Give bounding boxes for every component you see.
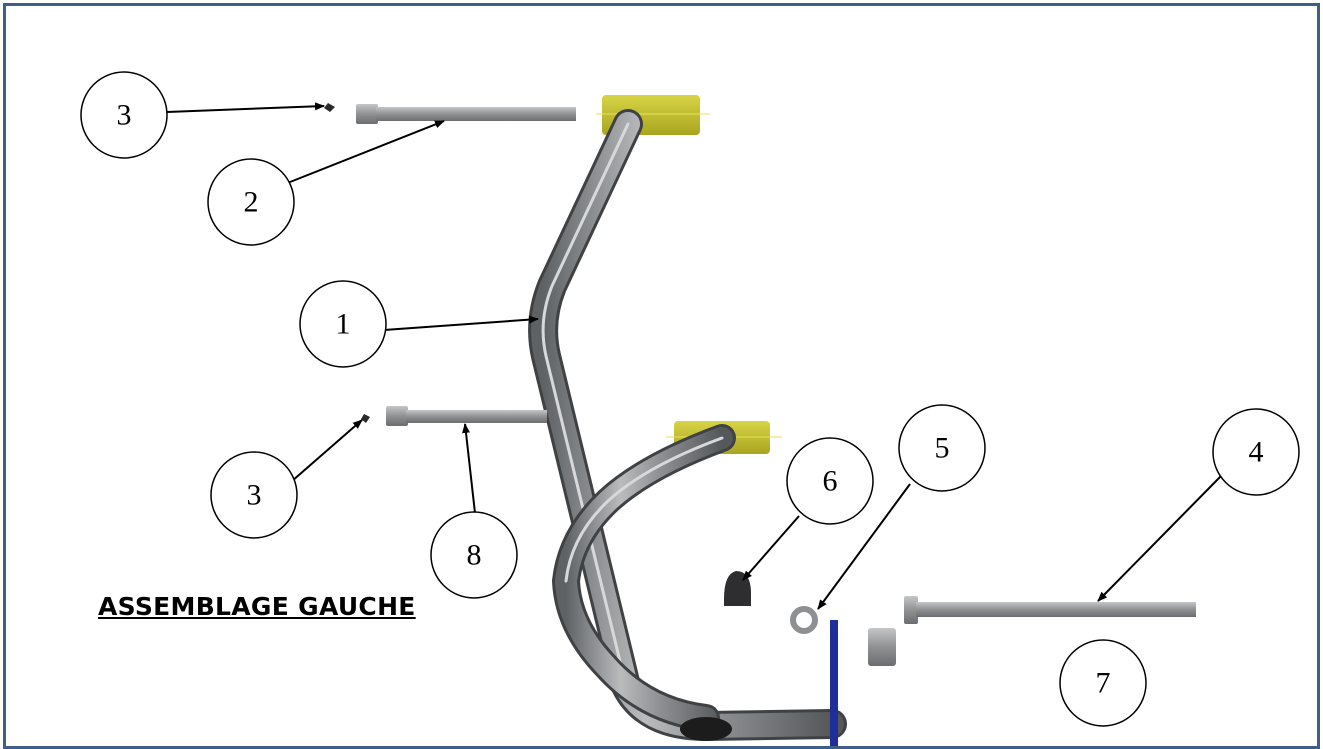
callout-circle-6 bbox=[786, 437, 874, 525]
callout-label: 3 bbox=[117, 99, 132, 132]
callout-circle-4 bbox=[1212, 408, 1300, 496]
callout-label: 8 bbox=[467, 539, 482, 572]
callout-label: 3 bbox=[247, 479, 262, 512]
callout-circle-7 bbox=[1059, 639, 1147, 727]
callout-circle-1 bbox=[299, 280, 387, 368]
callout-label: 2 bbox=[244, 186, 259, 219]
washer-3-lower bbox=[361, 414, 370, 423]
callout-circle-2 bbox=[207, 158, 295, 246]
bolt-2 bbox=[356, 104, 576, 124]
leader-lines bbox=[166, 102, 1222, 610]
callout-label: 6 bbox=[823, 465, 838, 498]
bolt-8 bbox=[386, 406, 547, 426]
callout-label: 1 bbox=[336, 308, 351, 341]
diagram-frame: 3 2 1 3 8 6 5 4 7 ASSEMBLAGE GAUCHE bbox=[3, 3, 1320, 749]
bolt-4 bbox=[904, 596, 1196, 624]
mount-plate bbox=[830, 620, 838, 746]
callout-circle-3-top bbox=[80, 71, 168, 159]
assembly-title: ASSEMBLAGE GAUCHE bbox=[98, 592, 416, 621]
crash-bar-tube bbox=[528, 109, 847, 741]
exploded-view-drawing: 3 2 1 3 8 6 5 4 7 bbox=[80, 71, 1300, 746]
washer-5 bbox=[790, 606, 818, 634]
callout-circle-3-mid bbox=[210, 451, 298, 539]
callout-label: 4 bbox=[1249, 436, 1264, 469]
callout-label: 5 bbox=[935, 432, 950, 465]
callout-label: 7 bbox=[1096, 667, 1111, 700]
callout-circle-8 bbox=[430, 511, 518, 599]
manufacturer-badge bbox=[680, 717, 732, 741]
callout-circle-5 bbox=[898, 404, 986, 492]
spacer-7 bbox=[868, 628, 896, 666]
washer-3-upper bbox=[324, 103, 335, 112]
